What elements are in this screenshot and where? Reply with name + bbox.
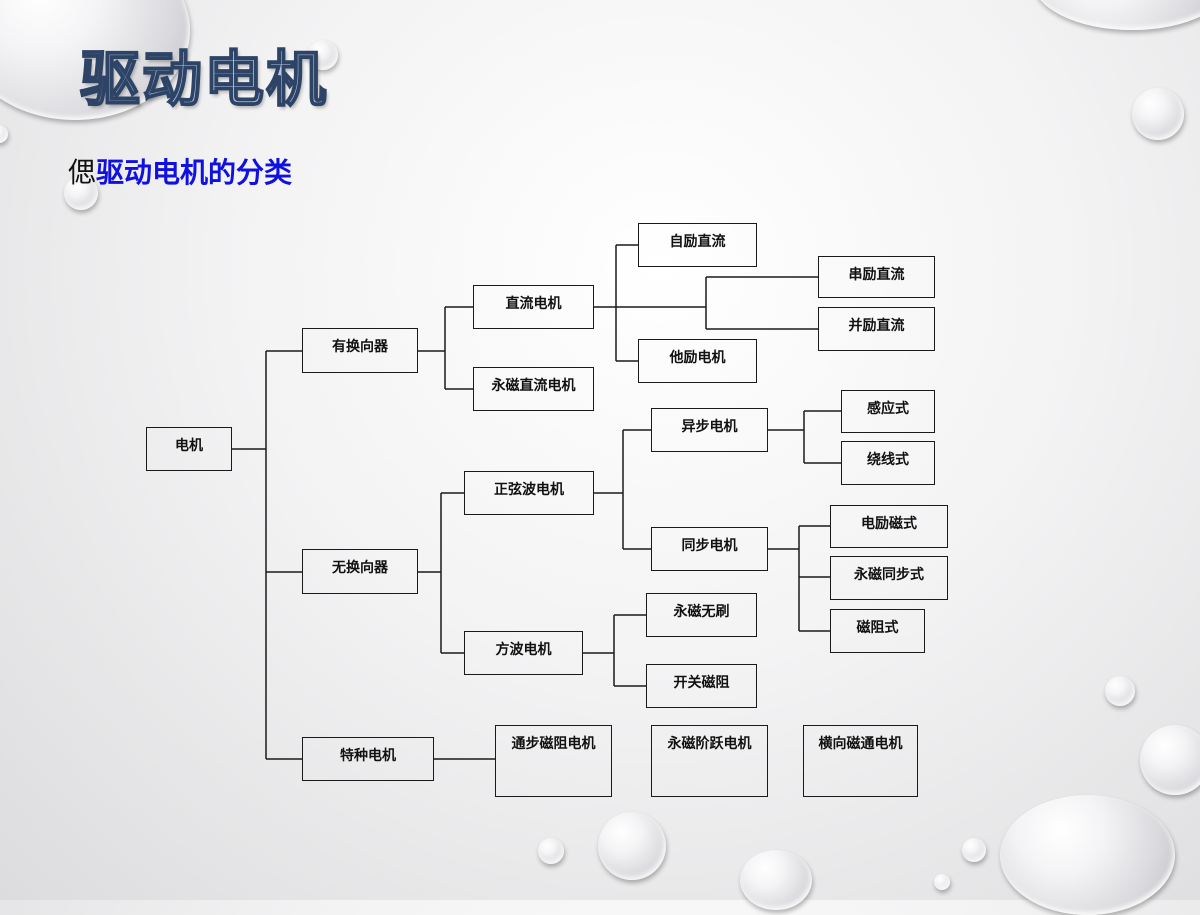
node-wound-rotor: 绕线式 [841,441,935,485]
node-with-commutator: 有换向器 [302,328,418,373]
node-transverse-flux: 横向磁通电机 [803,725,918,797]
node-pm-synchronous: 永磁同步式 [830,556,948,600]
bullet-glyph: 偲 [68,156,97,189]
node-root-motor: 电机 [146,427,232,471]
water-drop-decoration [64,176,98,210]
water-drop-decoration [1105,676,1135,706]
node-separately-excited: 他励电机 [638,339,757,383]
water-drop-decoration [934,874,950,890]
node-pm-brushless: 永磁无刷 [646,593,757,637]
water-drop-decoration [1000,795,1175,915]
water-drop-decoration [1140,725,1200,795]
water-drop-decoration [0,125,8,143]
node-sync-motor: 同步电机 [651,527,768,571]
water-drop-decoration [598,812,666,880]
water-drop-decoration [308,40,338,70]
node-switched-reluctance: 开关磁阻 [646,664,757,708]
slide-title: 驱动电机 [79,44,328,116]
node-self-excited-dc: 自励直流 [638,223,757,267]
water-drop-decoration [962,838,986,862]
subtitle-line: 偲驱动电机的分类 [68,151,292,195]
node-square-wave-motor: 方波电机 [464,631,583,675]
node-pm-dc-motor: 永磁直流电机 [473,367,594,411]
water-drop-decoration [1132,88,1184,140]
node-induction: 感应式 [841,390,935,433]
node-async-motor: 异步电机 [651,408,768,452]
node-electric-excitation: 电励磁式 [830,505,948,548]
node-without-commutator: 无换向器 [302,549,418,594]
node-dc-motor: 直流电机 [473,285,594,329]
node-special-motor: 特种电机 [302,737,434,781]
node-reluctance: 磁阻式 [830,609,925,653]
water-drop-decoration [538,838,564,864]
node-series-excited-dc: 串励直流 [818,256,935,298]
node-stepping-reluctance: 通步磁阻电机 [495,725,612,797]
node-sine-wave-motor: 正弦波电机 [464,471,594,515]
node-shunt-excited-dc: 并励直流 [818,307,935,351]
subtitle-text: 驱动电机的分类 [96,156,293,189]
node-pm-hybrid-stepper: 永磁阶跃电机 [651,725,768,797]
